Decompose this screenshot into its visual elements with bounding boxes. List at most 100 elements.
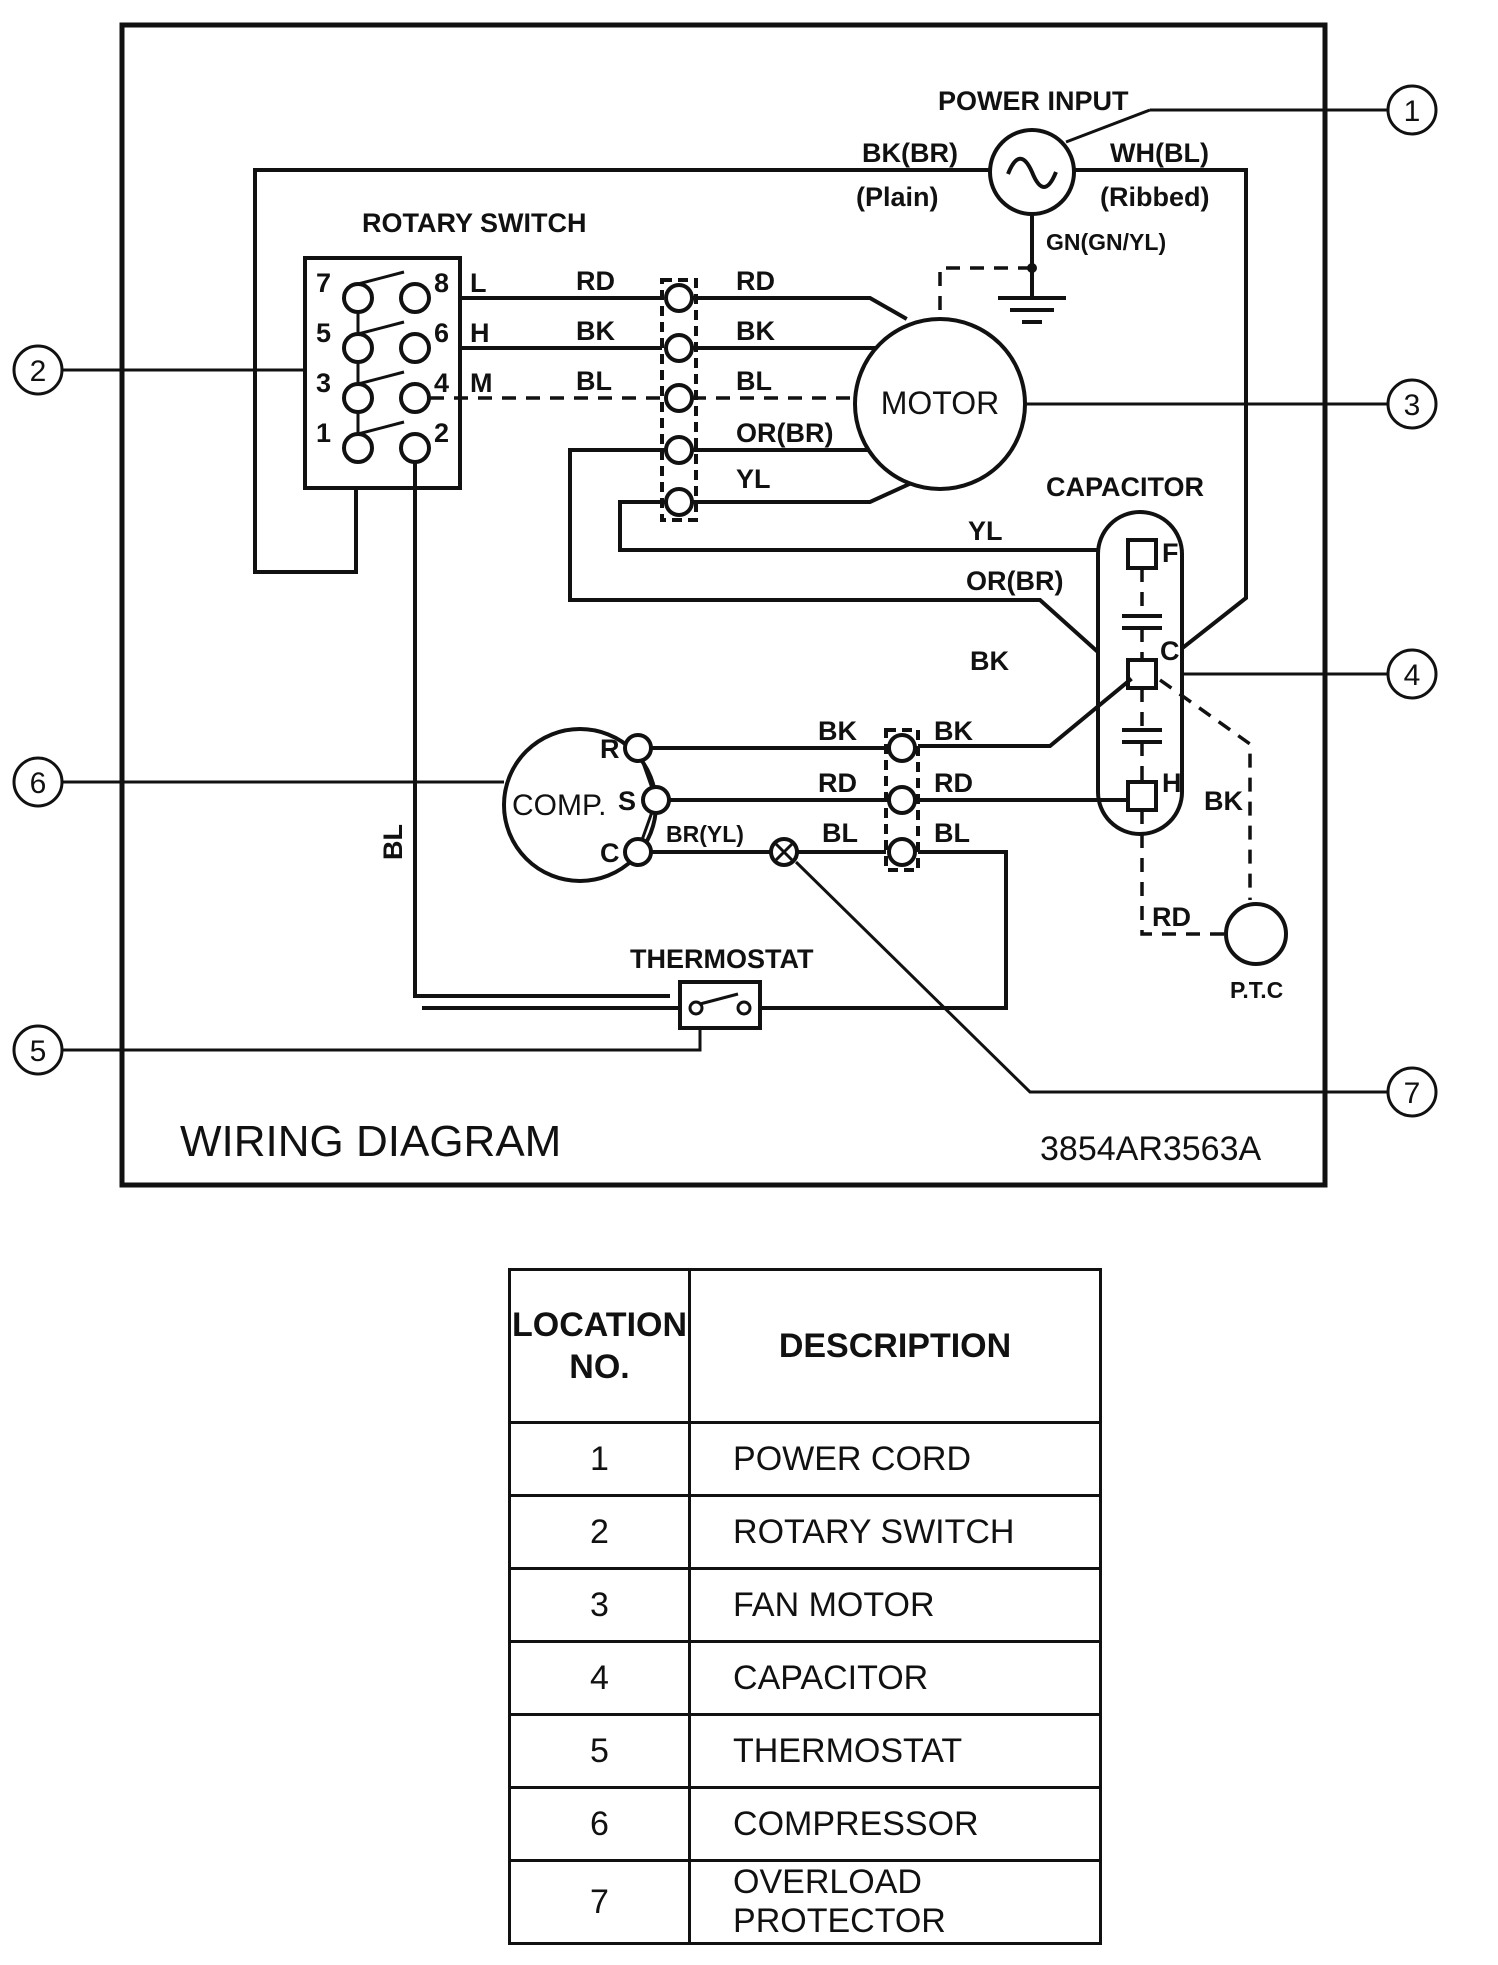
wire-label-yl-1: YL bbox=[736, 464, 771, 494]
wire-bk-power bbox=[253, 168, 992, 574]
wire-label-bl-1: BL bbox=[576, 366, 612, 396]
part-number: 3854AR3563A bbox=[1040, 1130, 1262, 1168]
legend-description: COMPRESSOR bbox=[688, 1786, 1102, 1862]
legend-description: POWER CORD bbox=[688, 1421, 1102, 1497]
wire-label-bk-3: BK bbox=[970, 646, 1009, 676]
switch-terminal-4: 4 bbox=[434, 368, 449, 398]
overload-protector bbox=[769, 837, 799, 867]
wire-label-rd-ptc: RD bbox=[1152, 902, 1191, 932]
legend-location-no: 5 bbox=[507, 1713, 692, 1789]
legend-location-no: 6 bbox=[507, 1786, 692, 1862]
switch-terminal-1: 1 bbox=[316, 418, 331, 448]
legend-description: ROTARY SWITCH bbox=[688, 1494, 1102, 1570]
callout-2: 2 bbox=[30, 355, 47, 388]
legend-location-no: 7 bbox=[507, 1859, 692, 1945]
switch-terminal-5: 5 bbox=[316, 318, 331, 348]
wire-bl-thermostat bbox=[413, 460, 670, 998]
wire-label-bl-2: BL bbox=[736, 366, 772, 396]
fan-motor: MOTOR bbox=[853, 317, 1027, 491]
legend-location-no: 1 bbox=[507, 1421, 692, 1497]
thermostat-label: THERMOSTAT bbox=[630, 944, 814, 974]
callout-5: 5 bbox=[30, 1035, 47, 1068]
wire-label-plain: (Plain) bbox=[856, 182, 939, 212]
wire-label-rd-4: RD bbox=[934, 768, 973, 798]
legend-description: FAN MOTOR bbox=[688, 1567, 1102, 1643]
ground-symbol bbox=[938, 212, 1066, 324]
wire-label-br-yl: BR(YL) bbox=[666, 821, 744, 847]
ptc-label: P.T.C bbox=[1230, 977, 1283, 1003]
wire-yl-motor bbox=[690, 477, 921, 504]
speed-label-m: M bbox=[470, 368, 493, 398]
legend-location-no: 3 bbox=[507, 1567, 692, 1643]
wire-label-bk-5: BK bbox=[934, 716, 973, 746]
capacitor-terminal-h: H bbox=[1162, 768, 1182, 798]
switch-terminal-2: 2 bbox=[434, 418, 449, 448]
capacitor: CAPACITOR F C H bbox=[1046, 472, 1204, 836]
legend-header-description: DESCRIPTION bbox=[688, 1268, 1102, 1424]
diagram-frame bbox=[119, 22, 1328, 1188]
speed-label-l: L bbox=[470, 268, 487, 298]
wire-label-yl-2: YL bbox=[968, 516, 1003, 546]
legend-location-no: 2 bbox=[507, 1494, 692, 1570]
terminal-block-compressor bbox=[884, 728, 920, 872]
callout-6: 6 bbox=[30, 767, 47, 800]
callout-4: 4 bbox=[1404, 659, 1421, 692]
legend-description: THERMOSTAT bbox=[688, 1713, 1102, 1789]
capacitor-label: CAPACITOR bbox=[1046, 472, 1204, 502]
wire-label-rd-2: RD bbox=[736, 266, 775, 296]
diagram-title: WIRING DIAGRAM bbox=[180, 1117, 561, 1166]
wire-label-gn-gnyl: GN(GN/YL) bbox=[1046, 229, 1166, 255]
switch-terminal-7: 7 bbox=[316, 268, 331, 298]
wire-label-ribbed: (Ribbed) bbox=[1100, 182, 1209, 212]
power-input-label: POWER INPUT bbox=[938, 86, 1129, 116]
capacitor-terminal-f: F bbox=[1162, 538, 1179, 568]
wire-label-rd-3: RD bbox=[818, 768, 857, 798]
compressor-terminal-r: R bbox=[600, 734, 620, 764]
wire-label-bl-4: BL bbox=[934, 818, 970, 848]
wire-or-capacitor bbox=[568, 448, 1121, 673]
rotary-switch-box bbox=[303, 256, 462, 490]
callout-7: 7 bbox=[1404, 1077, 1421, 1110]
thermostat: THERMOSTAT bbox=[422, 944, 814, 1030]
rotary-switch-label: ROTARY SWITCH bbox=[362, 208, 587, 238]
wire-label-bk-br: BK(BR) bbox=[862, 138, 958, 168]
compressor-terminal-c: C bbox=[600, 838, 620, 868]
wire-label-bk-1: BK bbox=[576, 316, 615, 346]
switch-terminal-3: 3 bbox=[316, 368, 331, 398]
callouts: 1 2 3 4 5 6 7 bbox=[12, 84, 1438, 1118]
compressor: COMP. R S C bbox=[502, 727, 671, 883]
wire-label-or-br-1: OR(BR) bbox=[736, 418, 833, 448]
callout-3: 3 bbox=[1404, 389, 1421, 422]
legend-header-location: LOCATION NO. bbox=[507, 1268, 692, 1424]
compressor-terminal-s: S bbox=[618, 786, 636, 816]
switch-terminal-6: 6 bbox=[434, 318, 449, 348]
switch-contacts bbox=[342, 270, 431, 464]
legend-description: CAPACITOR bbox=[688, 1640, 1102, 1716]
wire-bl-thermostat-right bbox=[754, 850, 1008, 1010]
wire-label-rd-1: RD bbox=[576, 266, 615, 296]
capacitor-terminal-c: C bbox=[1160, 636, 1180, 666]
legend-location-no: 4 bbox=[507, 1640, 692, 1716]
wire-label-bk-2: BK bbox=[736, 316, 775, 346]
rotary-switch: ROTARY SWITCH 7 8 5 6 3 4 1 2 L H M bbox=[303, 208, 587, 490]
wiring-diagram: POWER INPUT BK(BR) (Plain) WH(BL) (Ribbe… bbox=[12, 22, 1438, 1188]
power-input: POWER INPUT BK(BR) (Plain) WH(BL) (Ribbe… bbox=[856, 86, 1209, 255]
compressor-label: COMP. bbox=[512, 789, 606, 822]
ptc: P.T.C BK RD bbox=[1140, 678, 1288, 1003]
wire-label-bl-vertical: BL bbox=[378, 824, 408, 860]
speed-label-h: H bbox=[470, 318, 490, 348]
legend-description: OVERLOAD PROTECTOR bbox=[688, 1859, 1102, 1945]
wire-yl-capacitor bbox=[618, 500, 1120, 552]
wire-bk-capacitor-comp bbox=[914, 677, 1133, 748]
wire-label-bk-ptc: BK bbox=[1204, 786, 1243, 816]
wire-rd-motor bbox=[690, 296, 908, 321]
motor-label: MOTOR bbox=[881, 385, 1000, 421]
wire-label-bl-3: BL bbox=[822, 818, 858, 848]
terminal-block-motor bbox=[660, 278, 698, 522]
